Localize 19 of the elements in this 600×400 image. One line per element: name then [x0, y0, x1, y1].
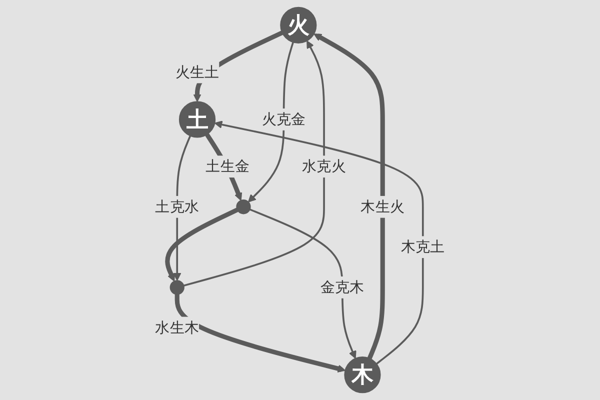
node-circle: [236, 200, 251, 214]
arrow: [165, 208, 238, 282]
arrow: [214, 120, 424, 365]
edge-label: 金克木: [320, 278, 364, 296]
edge-label: 土生金: [206, 157, 250, 175]
edge-label: 火克金: [262, 110, 306, 128]
edge-label: 土克水: [155, 198, 200, 216]
edge-label: 木生火: [360, 198, 405, 216]
edge-label: 火生土: [175, 63, 220, 81]
edge-label: 水克火: [302, 157, 346, 175]
arrow: [174, 294, 346, 373]
node-circle: 木: [344, 356, 381, 394]
edge-label: 水生木: [155, 318, 200, 336]
arrow: [250, 208, 356, 359]
edge-label: 木克土: [400, 238, 445, 256]
node-circle: [170, 280, 184, 295]
arrow: [314, 34, 385, 360]
node-circle: 火: [280, 6, 317, 44]
node-circle: 土: [178, 101, 216, 138]
